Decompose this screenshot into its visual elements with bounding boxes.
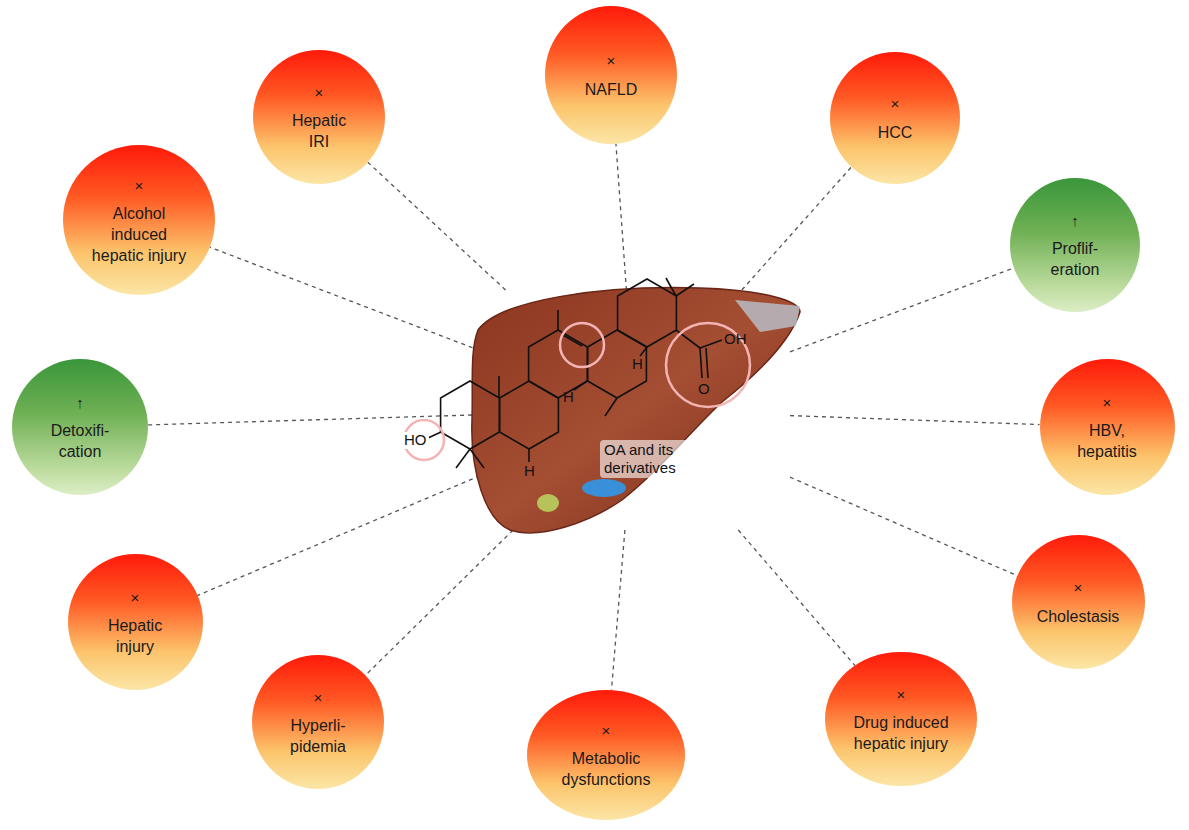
- bond-line: [456, 449, 470, 468]
- effect-circle-inhibit: × Alcohol induced hepatic injury: [63, 145, 215, 295]
- bond-line: [528, 449, 530, 462]
- effect-symbol: ×: [135, 178, 144, 195]
- effect-label: Metabolic dysfunctions: [554, 749, 658, 791]
- effect-circle-inhibit: × HBV, hepatitis: [1040, 359, 1175, 495]
- effect-symbol: ×: [897, 687, 906, 704]
- bond-line: [700, 348, 702, 378]
- circle-content: × Hepatic injury: [100, 590, 170, 658]
- effect-circle-inhibit: × HCC: [830, 52, 960, 184]
- bond-line: [557, 310, 559, 330]
- effect-circle-up: ↑ Proflif- eration: [1010, 178, 1140, 312]
- effect-symbol: ↑: [1071, 213, 1079, 230]
- ring: [500, 381, 559, 449]
- atom-label: O: [698, 381, 710, 398]
- dashed-connector: [790, 477, 1017, 575]
- bond-line: [676, 284, 694, 296]
- ring: [441, 381, 500, 449]
- effect-symbol: ×: [314, 690, 323, 707]
- dashed-connector: [368, 162, 506, 290]
- effect-symbol: ↑: [76, 395, 84, 412]
- effect-label: Hepatic injury: [100, 616, 170, 658]
- circle-content: × HCC: [878, 96, 913, 143]
- highlight-ring: [666, 323, 750, 407]
- bond-line: [563, 335, 582, 346]
- effect-label: Hyperli- pidemia: [278, 716, 358, 758]
- dashed-connector: [365, 530, 513, 675]
- ring: [588, 330, 647, 398]
- effect-symbol: ×: [131, 590, 140, 607]
- effect-label: Detoxifi- cation: [38, 421, 122, 463]
- circle-content: × Hepatic IRI: [284, 85, 354, 153]
- effect-circle-inhibit: × NAFLD: [545, 6, 677, 144]
- effect-symbol: ×: [1103, 395, 1112, 412]
- circle-content: ↑ Detoxifi- cation: [38, 395, 122, 463]
- circle-content: × Cholestasis: [1037, 580, 1120, 627]
- ring: [618, 279, 677, 347]
- effect-circle-inhibit: × Hepatic IRI: [253, 50, 385, 184]
- circle-content: ↑ Proflif- eration: [1035, 213, 1115, 281]
- effect-label: Drug induced hepatic injury: [842, 713, 960, 755]
- bond-line: [470, 449, 484, 468]
- bond-line: [498, 376, 500, 398]
- dashed-connector: [790, 416, 1040, 425]
- compound-label: OA and its derivatives: [600, 440, 712, 478]
- highlight-ring: [560, 323, 604, 367]
- effect-label: Proflif- eration: [1035, 239, 1115, 281]
- effect-label: NAFLD: [585, 80, 637, 101]
- ring: [529, 330, 588, 398]
- effect-label: HCC: [878, 123, 913, 144]
- bond-line: [640, 347, 647, 356]
- effect-label: Hepatic IRI: [284, 111, 354, 153]
- atom-label: H: [632, 356, 643, 373]
- effect-symbol: ×: [315, 85, 324, 102]
- center-compound: OA and its derivatives: [480, 290, 790, 530]
- effect-circle-inhibit: × Hyperli- pidemia: [252, 655, 384, 789]
- dashed-connector: [616, 144, 626, 290]
- circle-content: × Metabolic dysfunctions: [554, 723, 658, 791]
- atom-label: OH: [724, 331, 747, 348]
- gallbladder: [537, 494, 559, 512]
- bond-line: [605, 398, 617, 416]
- effect-circle-inhibit: × Drug induced hepatic injury: [825, 652, 976, 787]
- bond-line: [700, 340, 722, 348]
- circle-content: × Drug induced hepatic injury: [842, 687, 960, 755]
- effect-symbol: ×: [891, 96, 900, 113]
- effect-circle-inhibit: × Hepatic injury: [68, 554, 203, 690]
- dashed-connector: [790, 268, 1014, 352]
- circle-content: × Hyperli- pidemia: [278, 690, 358, 758]
- effect-label: Alcohol induced hepatic injury: [86, 204, 192, 266]
- liver-shape: [472, 288, 800, 533]
- effect-label: HBV, hepatitis: [1067, 421, 1147, 463]
- effect-label: Cholestasis: [1037, 607, 1120, 628]
- dashed-connector: [197, 476, 480, 596]
- vessel: [582, 479, 626, 497]
- circle-content: × HBV, hepatitis: [1067, 395, 1147, 463]
- effect-circle-inhibit: × Metabolic dysfunctions: [527, 690, 685, 820]
- atom-label: H: [563, 389, 574, 406]
- bond-line: [428, 432, 441, 438]
- circle-content: × Alcohol induced hepatic injury: [86, 178, 192, 267]
- dashed-connector: [742, 167, 852, 290]
- circle-content: × NAFLD: [585, 53, 637, 100]
- dashed-connector: [738, 530, 855, 666]
- effect-symbol: ×: [602, 723, 611, 740]
- ligament: [735, 300, 800, 332]
- effect-circle-inhibit: × Cholestasis: [1012, 535, 1145, 669]
- effect-symbol: ×: [1074, 580, 1083, 597]
- bond-line: [706, 348, 708, 378]
- atom-label: H: [524, 463, 535, 480]
- bond-line: [666, 278, 676, 296]
- effect-symbol: ×: [607, 53, 616, 70]
- bond-line: [574, 381, 587, 390]
- dashed-connector: [611, 530, 624, 690]
- atom-label: HO: [402, 432, 429, 449]
- effect-circle-up: ↑ Detoxifi- cation: [12, 359, 148, 495]
- dashed-connector: [210, 247, 480, 350]
